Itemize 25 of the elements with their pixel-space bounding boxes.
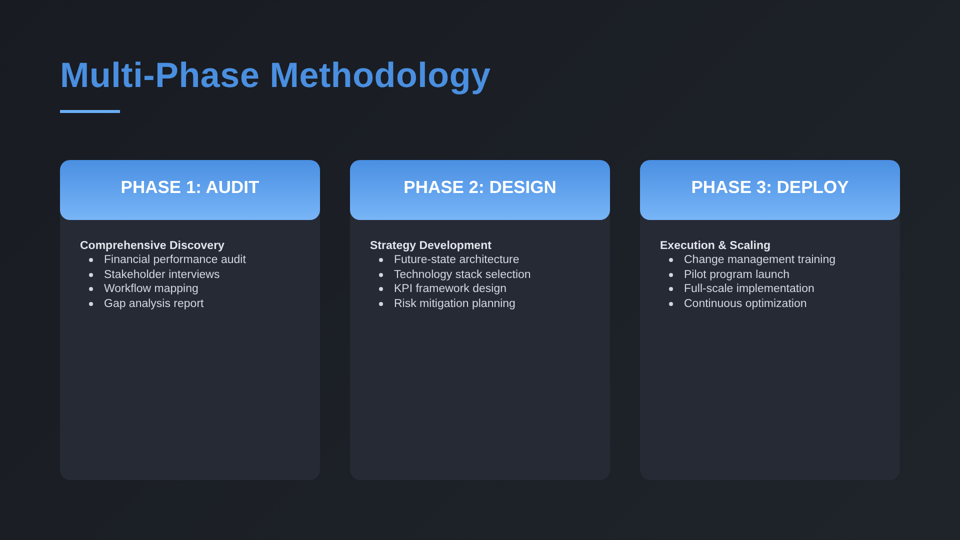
- phase-title: PHASE 3: DEPLOY: [691, 177, 849, 198]
- phase-header-band: [60, 160, 320, 220]
- bullet-item: Workflow mapping: [104, 282, 198, 296]
- section-heading: Comprehensive Discovery: [80, 239, 224, 253]
- bullet-item: Change management training: [684, 253, 836, 268]
- bullet-item: Continuous optimization: [684, 296, 807, 311]
- bullet-item: Gap analysis report: [104, 296, 204, 311]
- section-heading: Strategy Development: [370, 239, 492, 253]
- bullet-item: Future-state architecture: [394, 253, 520, 268]
- phase-title: PHASE 1: AUDIT: [120, 177, 260, 198]
- phase-card: [640, 160, 900, 480]
- section-heading: Execution & Scaling: [660, 239, 771, 253]
- phase-title: PHASE 2: DESIGN: [404, 177, 556, 198]
- bullet-item: Technology stack selection: [394, 268, 531, 282]
- phase-card: [60, 160, 320, 480]
- phase-header-band: [350, 160, 610, 220]
- phase-card: [350, 160, 610, 480]
- phase-header-band: [640, 160, 900, 220]
- bullet-item: KPI framework design: [394, 282, 506, 296]
- bullet-item: Full-scale implementation: [684, 282, 814, 296]
- bullet-item: Stakeholder interviews: [104, 268, 220, 282]
- bullet-item: Risk mitigation planning: [394, 296, 516, 311]
- title: Multi-Phase Methodology: [60, 56, 491, 96]
- bullet-item: Pilot program launch: [684, 268, 790, 282]
- bullet-item: Financial performance audit: [104, 253, 246, 268]
